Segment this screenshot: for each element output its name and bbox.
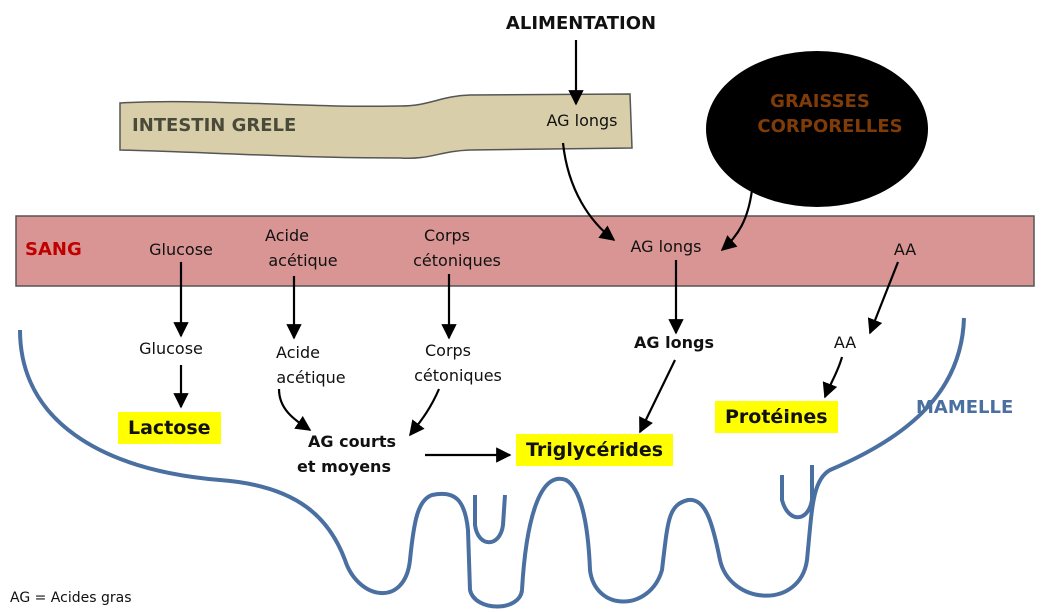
mammary-acetic-1: Acide <box>276 343 320 363</box>
arrow-acetic-ag <box>279 389 310 430</box>
intestine-ag: AG longs <box>546 111 617 131</box>
mammary-ketone-2: cétoniques <box>414 366 502 386</box>
mammary-ag-short-2: et moyens <box>297 457 391 477</box>
blood-ketone-2: cétoniques <box>413 251 501 271</box>
mammary-label: MAMELLE <box>916 398 1013 418</box>
mammary-inner-1 <box>475 495 505 542</box>
mammary-ag-long: AG longs <box>634 333 714 353</box>
blood-ag-long: AG longs <box>630 237 701 257</box>
mammary-ketone-1: Corps <box>425 341 471 361</box>
mammary-inner-2 <box>782 465 812 517</box>
fat-line2: CORPORELLES <box>757 117 902 137</box>
product-triglycerides: Triglycérides <box>516 434 673 466</box>
blood-acetic-2: acétique <box>268 251 337 271</box>
mammary-acetic-2: acétique <box>276 368 345 388</box>
blood-aa: AA <box>894 240 916 260</box>
product-proteins: Protéines <box>715 401 838 433</box>
mammary-glucose: Glucose <box>139 339 203 359</box>
mammary-ag-short-1: AG courts <box>308 432 396 452</box>
product-lactose: Lactose <box>118 412 221 444</box>
blood-ketone-1: Corps <box>424 226 470 246</box>
arrow-ketone-ag <box>410 389 439 435</box>
arrow-aglong-tg <box>640 360 675 432</box>
intestine-label: INTESTIN GRELE <box>132 116 296 136</box>
blood-acetic-1: Acide <box>265 226 309 246</box>
mammary-aa: AA <box>834 333 856 353</box>
blood-label: SANG <box>25 240 82 260</box>
legend-abbrev: AG = Acides gras <box>10 588 132 608</box>
mammary-outline <box>20 318 964 607</box>
blood-glucose: Glucose <box>149 240 213 260</box>
arrow-aa-prot <box>825 357 842 397</box>
title-alimentation: ALIMENTATION <box>506 14 656 34</box>
fat-line1: GRAISSES <box>770 92 870 112</box>
